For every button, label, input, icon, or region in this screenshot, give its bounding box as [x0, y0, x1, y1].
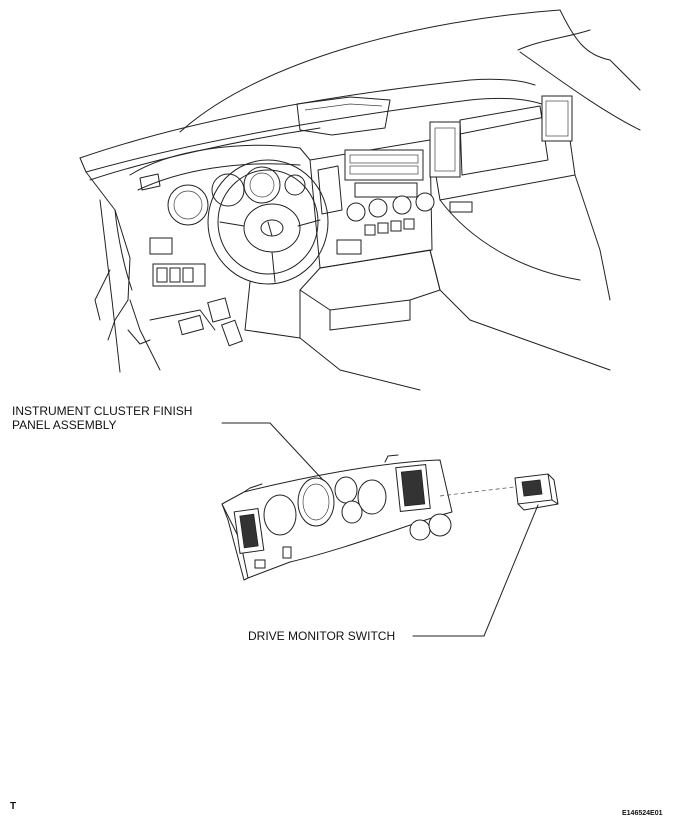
corner-mark: T [10, 801, 17, 812]
leader-lines [221, 422, 539, 637]
figure-code: E146524E01 [622, 810, 663, 817]
drive-monitor-switch-part [514, 473, 559, 511]
dashboard-overview [79, 9, 641, 391]
drive-monitor-switch-label: DRIVE MONITOR SWITCH [248, 629, 396, 643]
cluster-panel-label-line1: INSTRUMENT CLUSTER FINISH [12, 404, 193, 418]
cluster-finish-panel [221, 454, 453, 581]
cluster-panel-label-line2: PANEL ASSEMBLY [12, 418, 117, 432]
